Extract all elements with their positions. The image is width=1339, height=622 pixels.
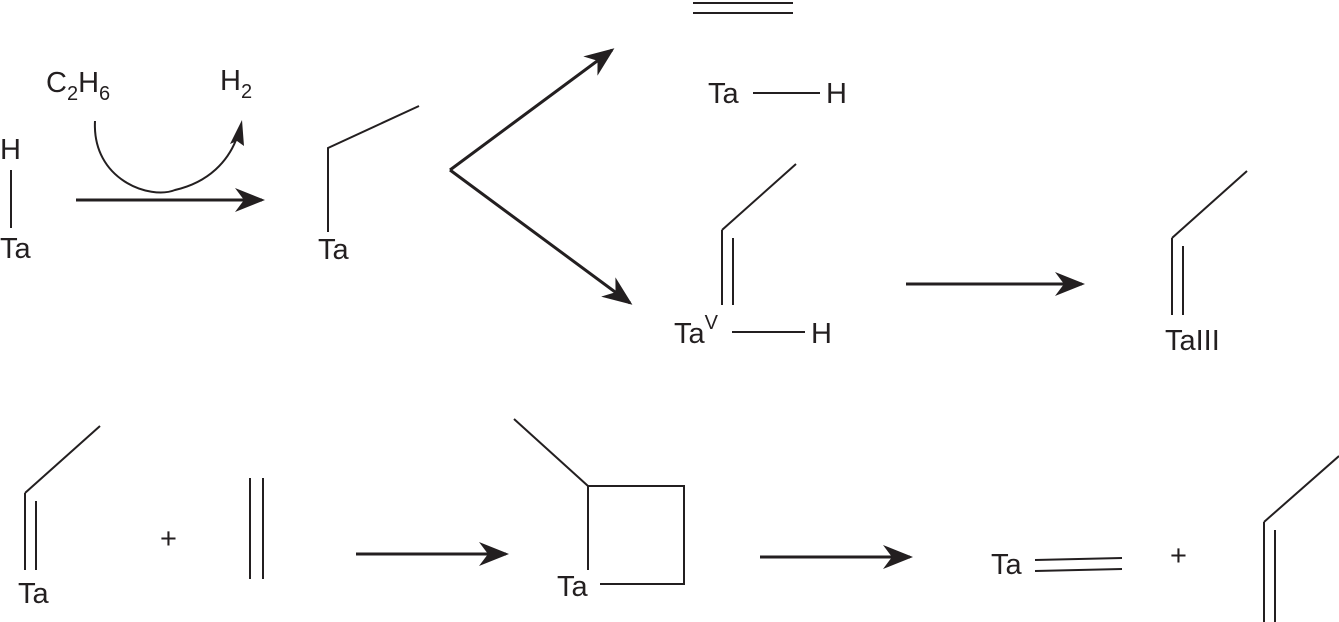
- alkylidene-hydride-ta-label: TaV: [674, 312, 719, 350]
- hydride-ta-label: Ta: [0, 233, 32, 265]
- tah-h-label: H: [826, 78, 847, 110]
- propylene-chain: [1263, 455, 1339, 523]
- branch-arrow-down: [449, 168, 633, 305]
- row2-alkylidene-ta-label: Ta: [18, 578, 50, 610]
- tah-ta-label: Ta: [708, 78, 740, 110]
- taIII-label: TaIII: [1165, 325, 1220, 357]
- plus-sign-2: +: [1170, 540, 1187, 572]
- ethane-reagent-label: C2H6: [46, 67, 110, 105]
- hydride-h-label: H: [0, 134, 21, 166]
- curved-arrowhead: [230, 120, 244, 146]
- taIII-alkylidene-chain: [1171, 170, 1248, 239]
- curved-arrow: [93, 120, 237, 194]
- methylidene-ta-label: Ta: [991, 549, 1023, 581]
- ethyl-ta-label: Ta: [318, 234, 350, 266]
- ethyl-chain: [327, 105, 420, 232]
- hydrogen-product-label: H2: [220, 65, 252, 103]
- branch-arrow-up: [449, 48, 615, 172]
- metallacycle-methyl: [513, 418, 589, 487]
- methylidene-double-bond-2: [1034, 568, 1123, 572]
- alkylidene-chain: [721, 163, 797, 231]
- metallacycle-ring: [587, 485, 685, 585]
- plus-sign-1: +: [160, 523, 177, 555]
- methylidene-double-bond-1: [1034, 557, 1123, 561]
- row2-alkylidene-chain: [24, 425, 101, 494]
- metallacycle-ta-label: Ta: [557, 571, 589, 603]
- alkylidene-hydride-h-label: H: [811, 318, 832, 350]
